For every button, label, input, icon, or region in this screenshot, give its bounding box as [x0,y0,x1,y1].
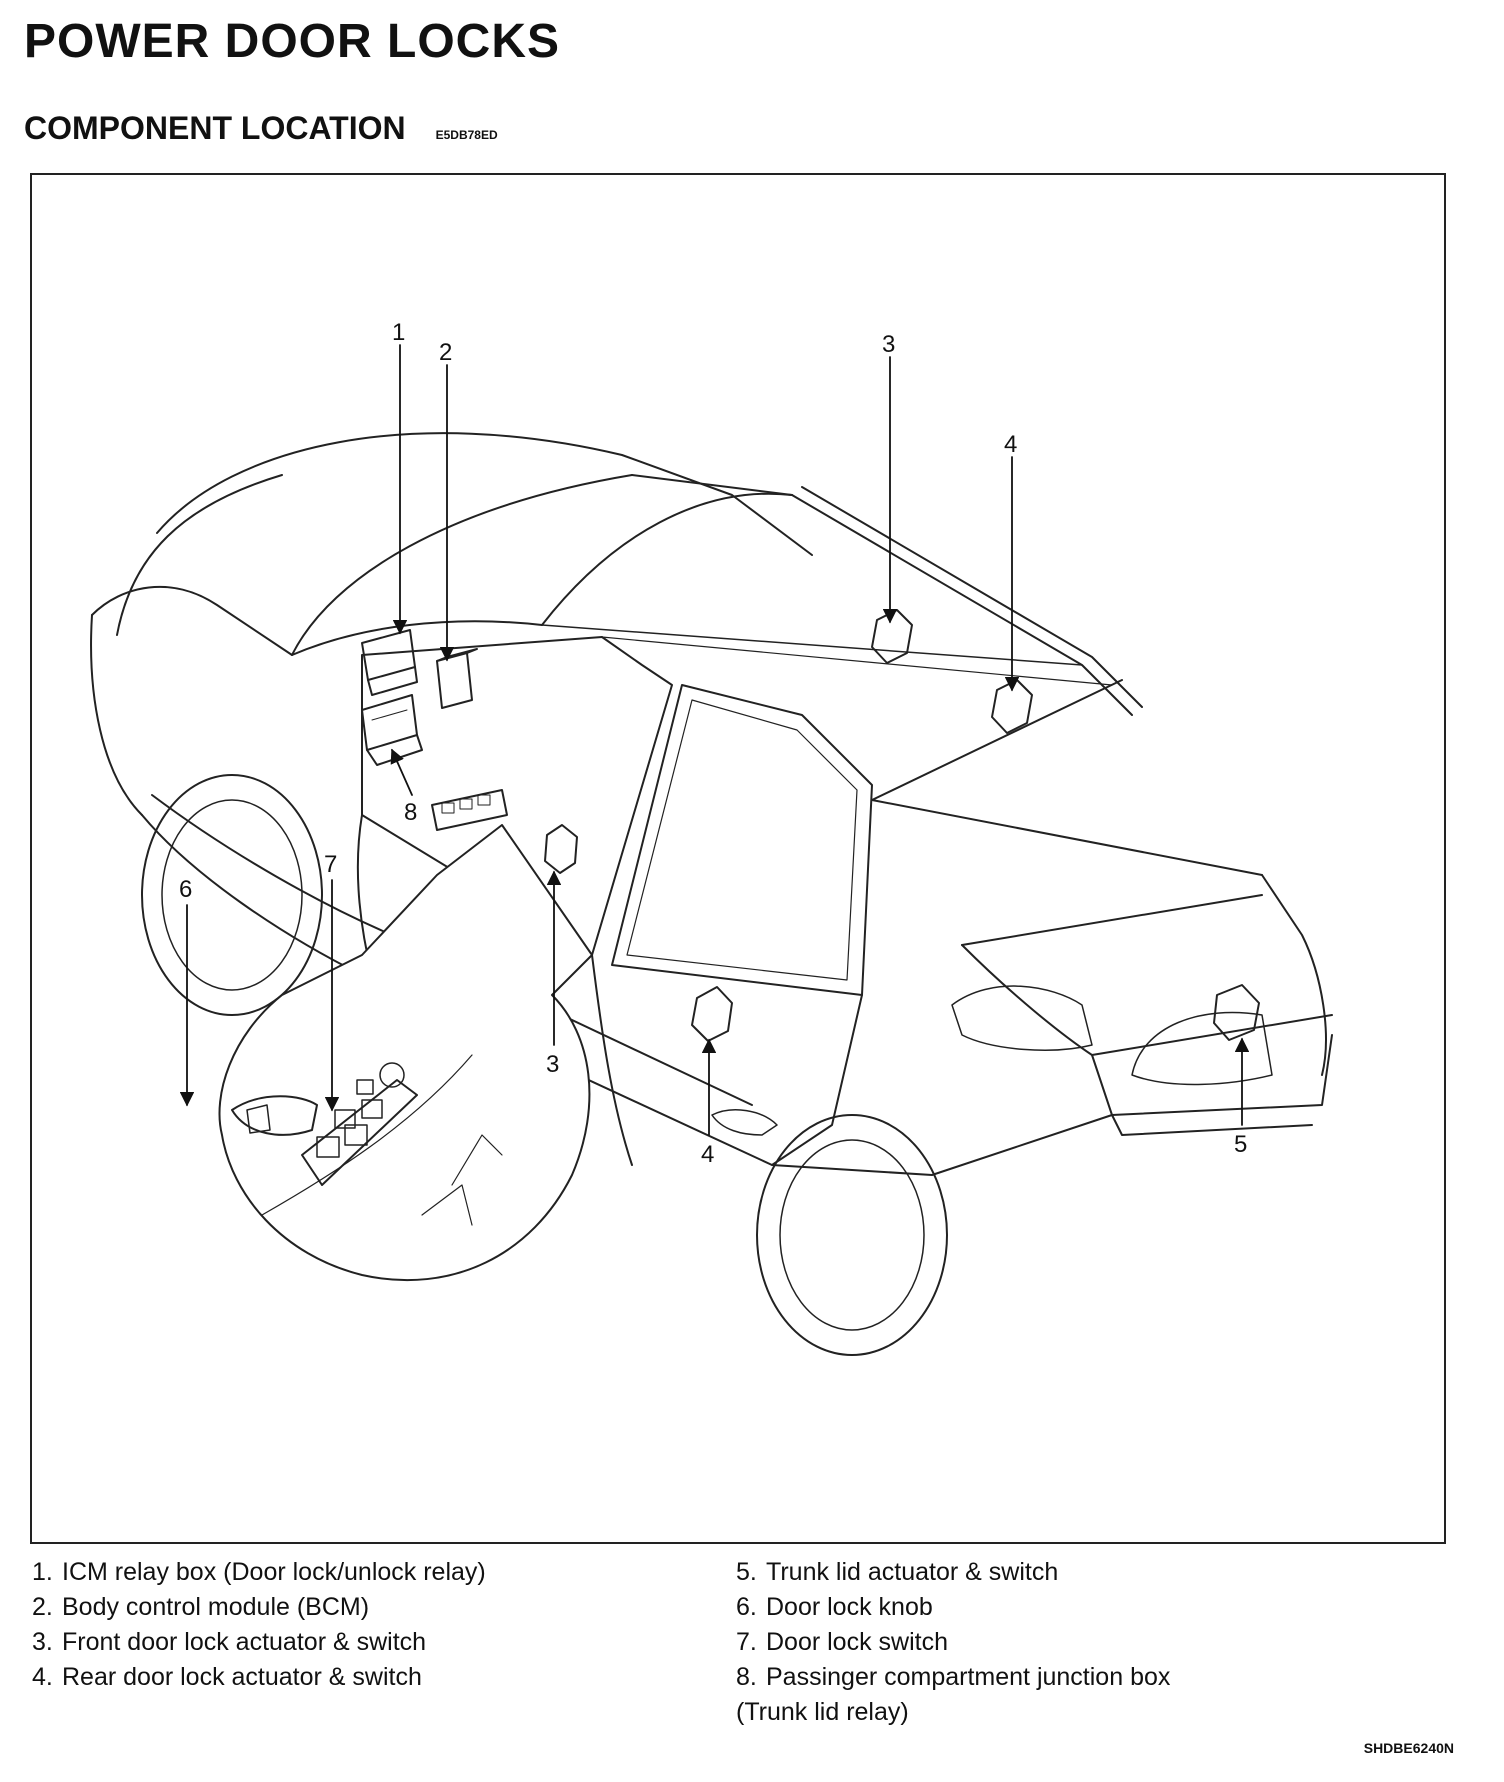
legend-text: Passinger compartment junction box [766,1663,1171,1691]
legend-number: 6. [736,1593,757,1621]
legend-number: 3. [32,1628,53,1656]
section-code: E5DB78ED [435,128,498,142]
callout-1: 1 [392,319,405,346]
component-trunk-actuator [1213,984,1260,1041]
component-icm-relay-box [361,629,418,696]
component-window-switch-panel [431,789,508,831]
figure-reference: SHDBE6240N [1363,1740,1454,1756]
leader-lines [179,344,1250,1136]
callout-4-bottom: 4 [701,1141,714,1168]
legend-text: Door lock switch [766,1628,948,1656]
section-header: COMPONENT LOCATION E5DB78ED [24,110,498,147]
legend-number: 2. [32,1593,53,1621]
callout-2: 2 [439,339,452,366]
page-title: POWER DOOR LOCKS [24,15,561,68]
legend-text: Rear door lock actuator & switch [62,1663,422,1691]
callout-7: 7 [324,851,337,878]
legend-item: 2. Body control module (BCM) [32,1590,486,1625]
legend-item: 4. Rear door lock actuator & switch [32,1660,486,1695]
callout-3-top: 3 [882,331,895,358]
inset-door-panel [218,824,593,1282]
legend-number: 5. [736,1558,757,1586]
legend-text: Trunk lid actuator & switch [766,1558,1059,1586]
legend-item: 7. Door lock switch [736,1625,1170,1660]
callout-8: 8 [404,799,417,826]
callout-labels: 1 2 3 4 8 3 4 5 6 7 [179,319,1247,1168]
legend-item: 1. ICM relay box (Door lock/unlock relay… [32,1555,486,1590]
section-title: COMPONENT LOCATION [24,110,406,146]
legend-text: ICM relay box (Door lock/unlock relay) [62,1558,486,1586]
component-rear-actuator-side [691,986,733,1042]
diagram-frame: 1 2 3 4 8 3 4 5 6 7 [30,173,1446,1544]
component-front-actuator-side [544,824,578,874]
car-diagram: 1 2 3 4 8 3 4 5 6 7 [90,319,1333,1356]
callout-3-bottom: 3 [546,1051,559,1078]
legend-number: 7. [736,1628,757,1656]
callout-4-top: 4 [1004,431,1017,458]
legend-text: Body control module (BCM) [62,1593,370,1621]
legend-right: 5. Trunk lid actuator & switch 6. Door l… [736,1555,1170,1730]
component-junction-box [361,694,423,766]
component-bcm [436,648,478,709]
legend-item: 5. Trunk lid actuator & switch [736,1555,1170,1590]
legend-text-continuation: (Trunk lid relay) [736,1698,909,1726]
legend-left: 1. ICM relay box (Door lock/unlock relay… [32,1555,486,1695]
callout-6: 6 [179,876,192,903]
legend-number: 8. [736,1663,757,1691]
legend-item: 3. Front door lock actuator & switch [32,1625,486,1660]
legend-item: 8. Passinger compartment junction box [736,1660,1170,1695]
legend-number: 4. [32,1663,53,1691]
callout-5: 5 [1234,1131,1247,1158]
legend-text: Door lock knob [766,1593,933,1621]
legend-item: 6. Door lock knob [736,1590,1170,1625]
legend-text: Front door lock actuator & switch [62,1628,427,1656]
legend-number: 1. [32,1558,53,1586]
component-front-actuator-top [871,609,913,664]
